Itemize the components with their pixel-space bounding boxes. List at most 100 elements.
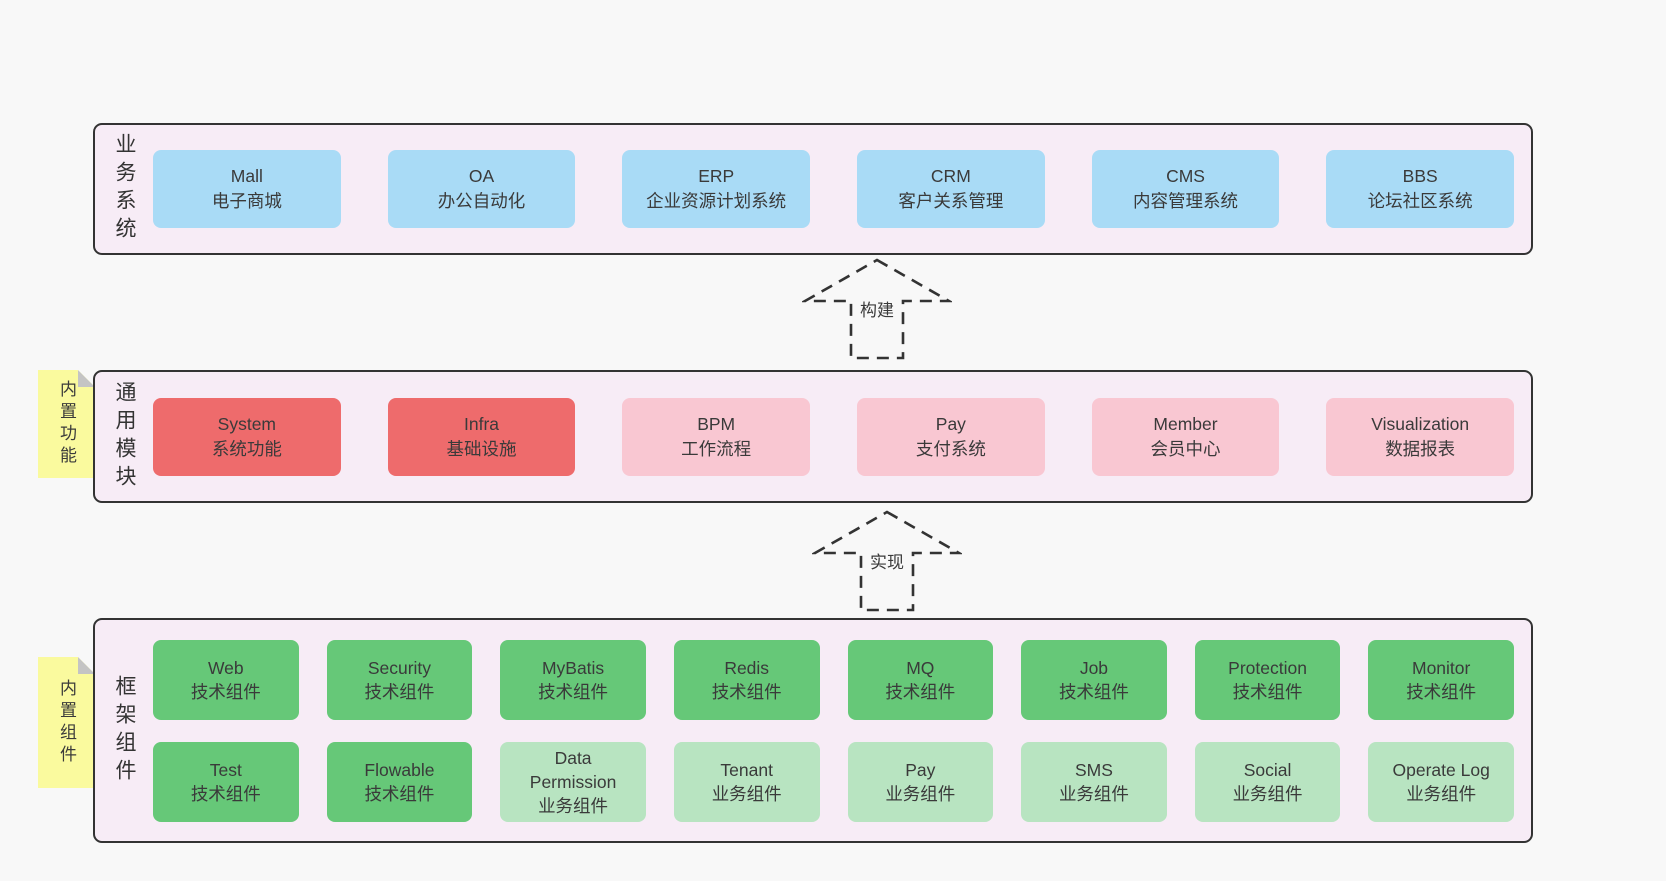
box-subtitle: 业务组件 [1232,783,1303,804]
box-title: Test [209,759,242,780]
box-subtitle: 论坛社区系统 [1367,191,1473,211]
box-title: BPM [697,413,736,434]
box-title: Security [367,657,432,678]
box-subtitle: 技术组件 [364,783,435,804]
box-title: Redis [724,657,770,678]
box-subtitle: 客户关系管理 [898,191,1004,211]
box-test: Test 技术组件 [153,741,299,822]
box-job: Job 技术组件 [1021,639,1167,720]
box-title: Visualization [1371,413,1470,434]
box-title: Monitor [1412,657,1471,678]
box-monitor: Monitor 技术组件 [1368,639,1514,720]
layer-label: 业务系统 [113,133,136,245]
box-operate-log: Operate Log 业务组件 [1368,741,1514,822]
dashed-block-arrow-icon [812,510,962,612]
sticky-note-builtin-components: 内置组件 [38,657,95,788]
arrow-build-up: 构建 [802,257,952,361]
box-title: Pay [935,413,966,434]
box-title: Social [1243,759,1292,780]
box-web: Web 技术组件 [153,639,299,720]
box-pay: Pay 业务组件 [847,741,994,822]
box-subtitle: 业务组件 [885,783,956,804]
arrow-implement-up: 实现 [812,509,962,613]
box-subtitle: 业务组件 [1058,783,1129,804]
sticky-note-text: 内置组件 [57,678,76,767]
box-title: Data Permission [529,747,617,792]
box-subtitle: 技术组件 [190,681,261,702]
box-title: Member [1153,413,1218,434]
box-bbs: BBS 论坛社区系统 [1326,150,1515,228]
box-oa: OA 办公自动化 [387,150,576,228]
box-subtitle: 数据报表 [1385,438,1456,459]
box-title: Mall [230,166,263,186]
box-title: MQ [906,657,935,678]
box-title: Job [1079,657,1109,678]
box-subtitle: 办公自动化 [437,191,526,211]
box-crm: CRM 客户关系管理 [857,150,1045,228]
box-redis: Redis 技术组件 [673,639,820,720]
box-security: Security 技术组件 [326,639,473,720]
box-mall: Mall 电子商城 [153,150,341,228]
box-subtitle: 技术组件 [1058,681,1129,702]
layer-common-modules: 通用模块 System 系统功能 Infra 基础设施 BPM 工作流程 Pay 支付系统 Me… [93,370,1533,503]
box-subtitle: 系统功能 [211,438,282,459]
box-social: Social 业务组件 [1194,741,1341,822]
box-bpm: BPM 工作流程 [622,397,811,476]
box-title: CMS [1166,166,1205,186]
box-subtitle: 会员中心 [1150,438,1221,459]
box-subtitle: 企业资源计划系统 [646,191,787,211]
box-mq: MQ 技术组件 [847,639,994,720]
box-title: Tenant [720,759,773,780]
box-title: Pay [905,759,936,780]
box-flowable: Flowable 技术组件 [326,741,473,822]
box-subtitle: 支付系统 [915,438,986,459]
box-pay: Pay 支付系统 [857,397,1045,476]
box-subtitle: 技术组件 [538,681,609,702]
box-title: CRM [930,166,971,186]
box-title: OA [468,166,495,186]
box-data-permission: Data Permission 业务组件 [500,741,646,822]
arrow-label: 构建 [857,299,897,323]
box-mybatis: MyBatis 技术组件 [500,639,646,720]
box-subtitle: 工作流程 [681,438,752,459]
box-subtitle: 技术组件 [885,681,956,702]
box-subtitle: 业务组件 [1406,783,1477,804]
box-infra: Infra 基础设施 [387,397,576,476]
arrow-label: 实现 [867,551,907,575]
box-subtitle: 技术组件 [1406,681,1477,702]
layer-box-row: System 系统功能 Infra 基础设施 BPM 工作流程 Pay 支付系统 Member 会… [153,372,1531,501]
box-tenant: Tenant 业务组件 [673,741,820,822]
layer-label: 通用模块 [113,380,136,493]
box-visualization: Visualization 数据报表 [1326,397,1515,476]
box-title: BBS [1402,166,1438,186]
box-title: MyBatis [541,657,605,678]
box-subtitle: 技术组件 [364,681,435,702]
box-subtitle: 业务组件 [538,795,609,816]
box-subtitle: 业务组件 [711,783,782,804]
box-subtitle: 内容管理系统 [1133,191,1239,211]
box-title: Flowable [364,759,435,780]
box-title: Protection [1228,657,1307,678]
box-protection: Protection 技术组件 [1194,639,1341,720]
layer-label: 框架组件 [113,674,136,787]
box-title: System [217,413,277,434]
box-subtitle: 电子商城 [211,191,282,211]
dashed-block-arrow-icon [802,258,952,360]
sticky-note-text: 内置功能 [57,380,76,468]
box-subtitle: 基础设施 [446,438,517,459]
box-system: System 系统功能 [153,397,341,476]
box-subtitle: 技术组件 [190,783,261,804]
box-title: Infra [463,413,500,434]
box-member: Member 会员中心 [1091,397,1280,476]
box-title: SMS [1074,759,1113,780]
box-title: Web [207,657,244,678]
box-subtitle: 技术组件 [711,681,782,702]
box-title: Operate Log [1392,759,1490,780]
box-subtitle: 技术组件 [1232,681,1303,702]
